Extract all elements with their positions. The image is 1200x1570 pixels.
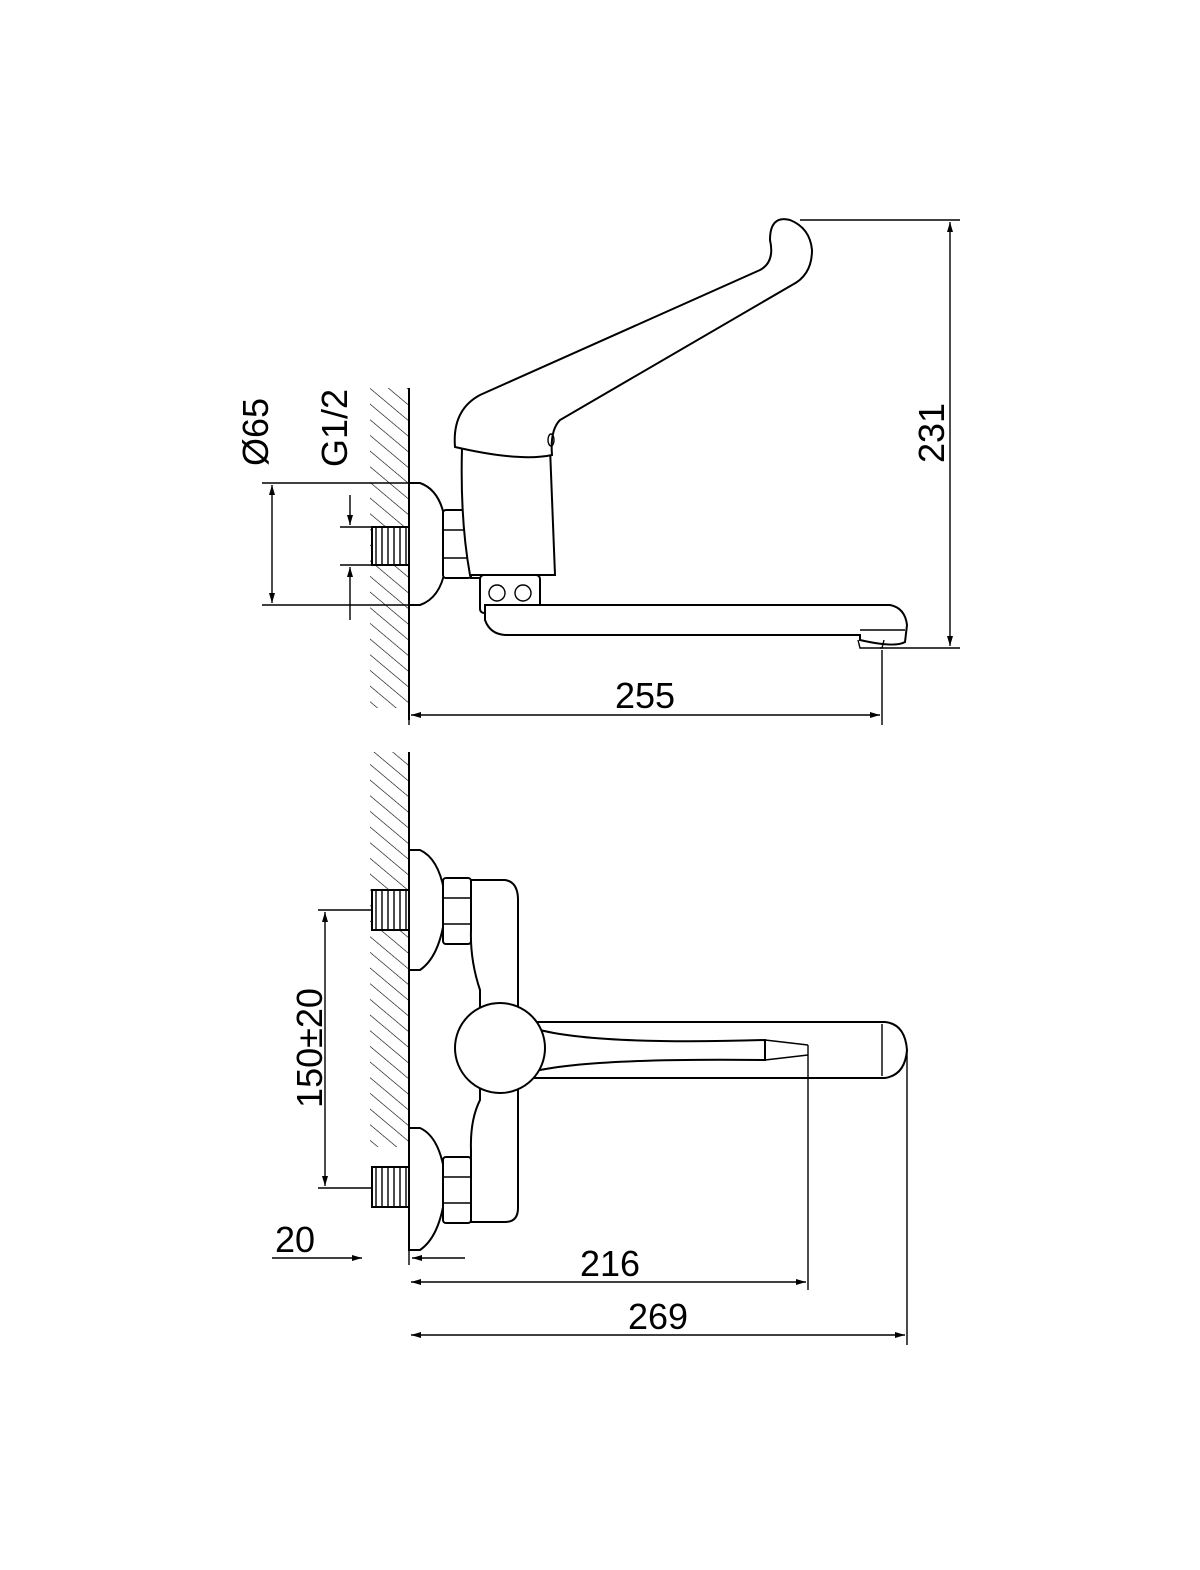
dim-overall-269: 269 <box>628 1296 688 1337</box>
front-view-dimensions: 150±20 20 216 269 <box>272 909 908 1345</box>
rosette-upper <box>408 849 448 971</box>
handle-hub-front <box>454 1002 546 1094</box>
threaded-connector-upper <box>371 889 411 931</box>
dim-length-255: 255 <box>615 675 675 716</box>
side-view <box>370 218 909 720</box>
dim-height-231: 231 <box>911 403 952 463</box>
rosette-side <box>408 482 446 606</box>
dim-thread-g12: G1/2 <box>314 389 355 467</box>
rosette-lower <box>408 1127 448 1251</box>
wall-hatch-front <box>370 752 409 1147</box>
hex-nut-lower <box>442 1156 472 1224</box>
lever-handle-front <box>539 1028 766 1072</box>
front-view <box>370 752 909 1251</box>
dim-reach-216: 216 <box>580 1243 640 1284</box>
threaded-connector-lower <box>371 1166 411 1208</box>
lever-handle-side <box>453 218 814 459</box>
hex-nut-upper <box>442 877 472 945</box>
dim-spacing-150: 150±20 <box>289 988 330 1108</box>
dim-offset-20: 20 <box>275 1219 315 1260</box>
mixer-body-side <box>460 447 557 576</box>
threaded-connector-side <box>371 526 411 566</box>
spout-side <box>484 604 909 646</box>
dim-rosette-65: Ø65 <box>235 398 276 466</box>
side-view-dimensions: 231 255 Ø65 G1/2 <box>235 219 960 725</box>
